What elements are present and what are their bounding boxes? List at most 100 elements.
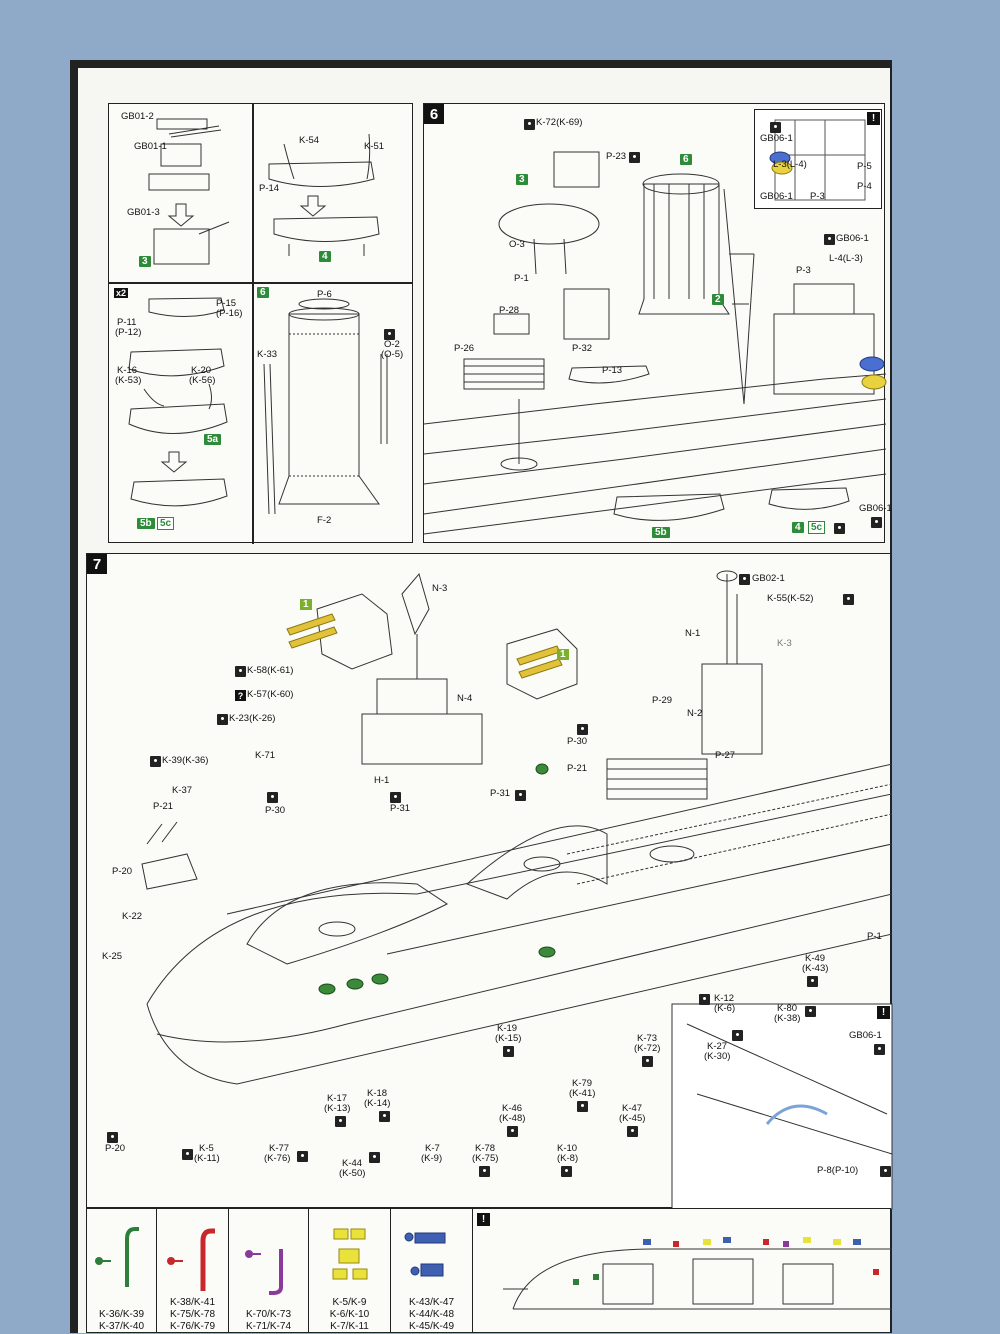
label-k-20: K-20 <box>191 365 212 376</box>
glue-icon <box>479 1166 490 1177</box>
legend-text: K-70/K-73 K-71/K-74 <box>229 1309 308 1333</box>
label-f-2: F-2 <box>317 515 332 526</box>
ventilator-icon <box>167 1228 215 1291</box>
label-n-2: N-2 <box>687 708 703 719</box>
label-p-20: P-20 <box>112 866 133 877</box>
glue-icon <box>577 724 588 735</box>
label-p-6: P-6 <box>317 289 332 300</box>
glue-icon <box>507 1126 518 1137</box>
label-k-3: K-3 <box>777 638 792 649</box>
glue-icon <box>805 1006 816 1017</box>
legend-text: K-5/K-9 K-6/K-10 K-7/K-11 <box>309 1297 390 1333</box>
label-l-4: L-4(L-3) <box>829 253 863 264</box>
glue-icon <box>267 792 278 803</box>
boats-drawing <box>128 118 388 515</box>
legend-line: K-71/K-74 <box>245 1321 292 1332</box>
tag-5c: 5c <box>157 517 175 530</box>
label-k-12: K-12 <box>714 993 735 1004</box>
label-p-30: P-30 <box>567 736 588 747</box>
label-k-53: (K-53) <box>115 375 142 386</box>
label-k-5: K-5 <box>199 1143 214 1154</box>
glue-icon <box>182 1149 193 1160</box>
legend-line: K-76/K-79 <box>169 1321 216 1332</box>
label-k-50: (K-50) <box>339 1168 366 1179</box>
step-number: 7 <box>87 554 107 574</box>
label-p-23: P-23 <box>606 151 627 162</box>
label-gb06-1: GB06-1 <box>849 1030 882 1041</box>
label-p-16: (P-16) <box>216 308 243 319</box>
glue-icon <box>335 1116 346 1127</box>
label-gb06-1: GB06-1 <box>760 191 793 202</box>
label-gb01-1: GB01-1 <box>134 141 167 152</box>
label-k-41: (K-41) <box>569 1088 596 1099</box>
glue-icon <box>874 1044 885 1055</box>
label-k-49: K-49 <box>805 953 826 964</box>
label-k-44: K-44 <box>342 1158 363 1169</box>
ventilator-icon <box>95 1227 139 1287</box>
legend-cell-yellow: K-5/K-9 K-6/K-10 K-7/K-11 <box>309 1209 391 1333</box>
label-p-31: P-31 <box>390 803 411 814</box>
tag-5a: 5a <box>204 434 222 445</box>
label-n-3: N-3 <box>432 583 448 594</box>
label-p-26: P-26 <box>454 343 475 354</box>
label-k-57: K-57(K-60) <box>247 689 294 700</box>
glue-icon <box>834 523 845 534</box>
glue-icon <box>561 1166 572 1177</box>
label-o-2: O-2 <box>384 339 400 350</box>
label-o-5: (O-5) <box>381 349 404 360</box>
label-k-54: K-54 <box>299 135 320 146</box>
label-gb06-1: GB06-1 <box>859 503 892 514</box>
legend-line: K-45/K-49 <box>408 1321 455 1332</box>
help-icon: ? <box>235 690 246 701</box>
label-k-78: K-78 <box>475 1143 496 1154</box>
label-p-11: P-11 <box>117 317 137 328</box>
legend-line: K-6/K-10 <box>329 1309 370 1320</box>
label-k-71: K-71 <box>255 750 276 761</box>
tag-4: 4 <box>319 251 331 262</box>
label-p-5: P-5 <box>857 161 872 172</box>
label-k-9: (K-9) <box>421 1153 443 1164</box>
label-h-1: H-1 <box>374 775 390 786</box>
legend-line: K-70/K-73 <box>245 1309 292 1320</box>
label-k-47: K-47 <box>622 1103 643 1114</box>
step-number: 6 <box>424 104 444 124</box>
label-p-1: P-1 <box>867 931 882 942</box>
label-k-45: (K-45) <box>619 1113 646 1124</box>
label-p-32: P-32 <box>572 343 593 354</box>
glue-icon <box>297 1151 308 1162</box>
tag-1: 1 <box>557 649 569 660</box>
label-p-1: P-1 <box>514 273 529 284</box>
warning-icon: ! <box>877 1006 890 1019</box>
warning-icon: ! <box>867 112 880 125</box>
glue-icon <box>515 790 526 801</box>
glue-icon <box>235 666 246 677</box>
glue-icon <box>369 1152 380 1163</box>
label-k-80: K-80 <box>777 1003 798 1014</box>
label-k-72: K-72(K-69) <box>536 117 583 128</box>
label-p-29: P-29 <box>652 695 673 706</box>
glue-icon <box>807 976 818 987</box>
glue-icon <box>880 1166 891 1177</box>
label-p-3: P-3 <box>796 265 811 276</box>
label-k-77: K-77 <box>269 1143 290 1154</box>
glue-icon <box>843 594 854 605</box>
tag-4: 4 <box>792 522 804 533</box>
label-k-51: K-51 <box>364 141 385 152</box>
label-k-37: K-37 <box>172 785 193 796</box>
label-p-3: P-3 <box>810 191 825 202</box>
tag-6: 6 <box>680 154 692 165</box>
legend-line: K-75/K-78 <box>169 1309 216 1320</box>
legend-cell-blue: K-43/K-47 K-44/K-48 K-45/K-49 <box>391 1209 473 1333</box>
label-k-10: K-10 <box>557 1143 578 1154</box>
label-p-13: P-13 <box>602 365 623 376</box>
label-k-23: K-23(K-26) <box>229 713 276 724</box>
deck-overview-drawing <box>503 1237 892 1310</box>
label-p-4: P-4 <box>857 181 872 192</box>
legend-cell-green: K-36/K-39 K-37/K-40 <box>87 1209 157 1333</box>
glue-icon <box>384 329 395 340</box>
label-o-3: O-3 <box>509 239 525 250</box>
label-k-7: K-7 <box>425 1143 440 1154</box>
instruction-sheet: GB01-2 GB01-1 GB01-3 3 K-54 K-51 P-14 4 … <box>78 68 893 1333</box>
step7-drawing <box>141 570 893 1210</box>
glue-icon <box>739 574 750 585</box>
